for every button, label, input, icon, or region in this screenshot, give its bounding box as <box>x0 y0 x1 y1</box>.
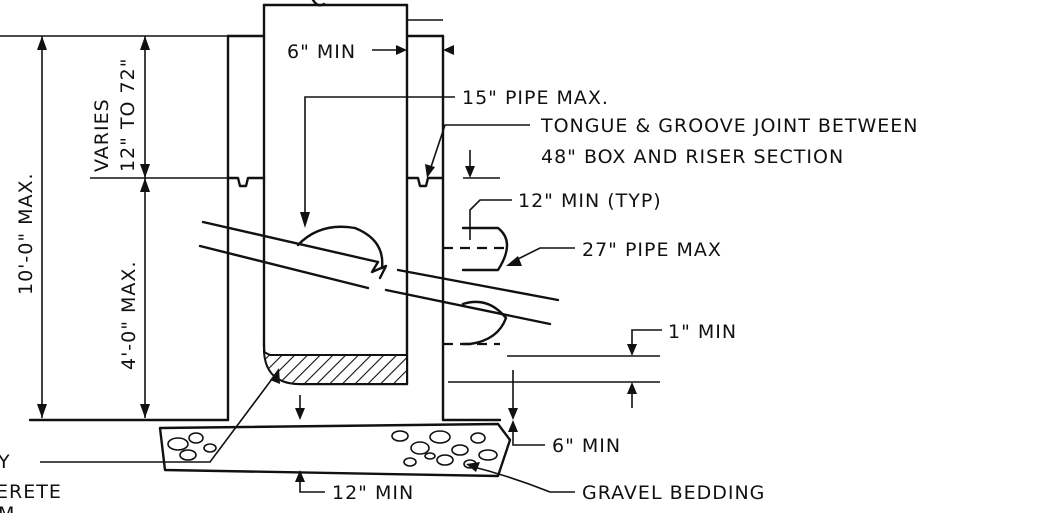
label-one-min: 1" MIN <box>668 321 737 343</box>
label-cut-line2: ERETE <box>0 481 62 503</box>
footing-base <box>28 418 512 478</box>
pipe-27 <box>443 226 510 346</box>
dim-varies <box>140 36 150 178</box>
dim-10ft <box>0 35 228 418</box>
label-joint-line2: 48" BOX AND RISER SECTION <box>541 146 844 168</box>
label-cut-line1: Y <box>0 451 11 473</box>
label-cut-line3: M <box>0 503 15 513</box>
label-joint-line1: TONGUE & GROOVE JOINT BETWEEN <box>540 115 919 137</box>
label-gravel-bedding: GRAVEL BEDDING <box>582 482 765 504</box>
label-twelve-min-typ: 12" MIN (TYP) <box>518 190 662 212</box>
gravel-right <box>391 430 498 469</box>
label-dim-four-ft: 4'-0" MAX. <box>118 261 140 370</box>
label-dim-varies-line2: 12" TO 72" <box>117 58 139 172</box>
label-pipe-15: 15" PIPE MAX. <box>462 87 609 109</box>
label-dim-ten-ft: 10'-0" MAX. <box>15 172 37 295</box>
label-six-min-top: 6" MIN <box>287 41 356 63</box>
pipe-15-outline <box>296 225 384 270</box>
label-six-min-bottom: 6" MIN <box>552 435 621 457</box>
gravel-left <box>167 432 217 461</box>
label-twelve-min-bottom: 12" MIN <box>332 482 414 504</box>
label-dim-varies-line1: VARIES <box>91 98 113 172</box>
label-pipe-27: 27" PIPE MAX <box>582 239 722 261</box>
concrete-fill-hatch <box>262 350 408 385</box>
dim-4ft <box>90 177 228 418</box>
riser-section <box>226 0 445 180</box>
diagonal-pipe <box>198 220 560 326</box>
